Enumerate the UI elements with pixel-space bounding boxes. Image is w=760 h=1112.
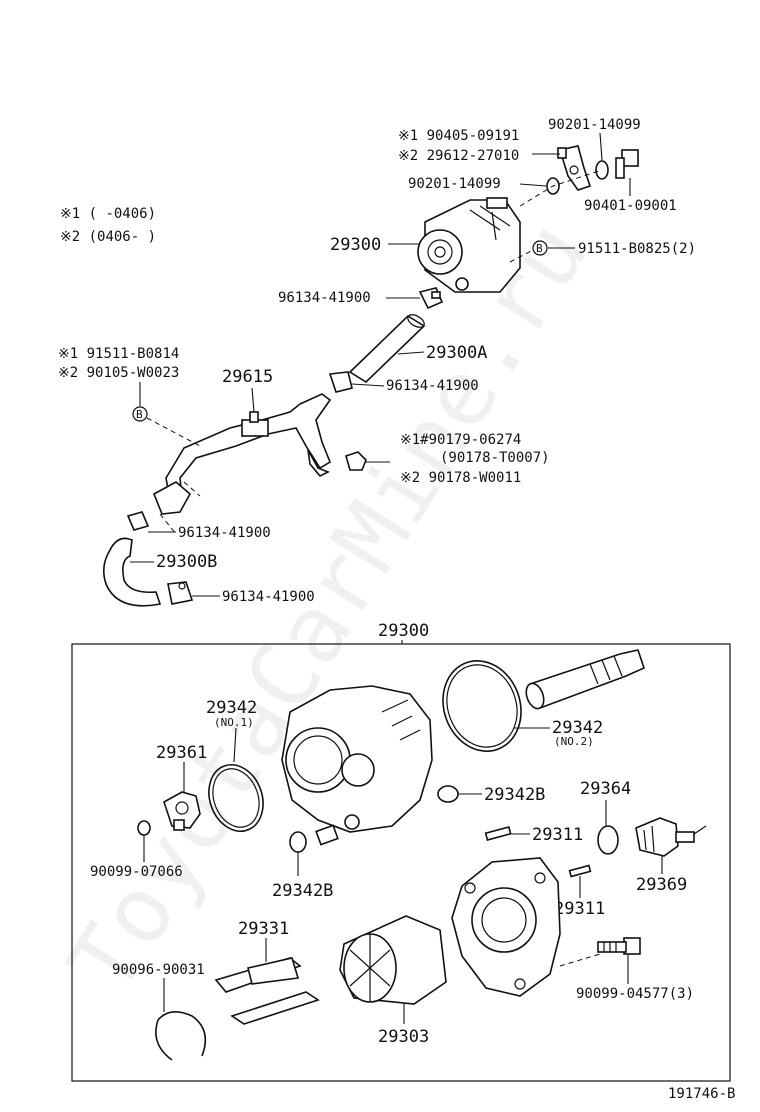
footer-code: 191746-B [668, 1086, 735, 1102]
nut-90179 [345, 451, 367, 471]
label-96134-a: 96134-41900 [278, 290, 371, 306]
label-91511-b0814: ※1 91511-B0814 [58, 346, 179, 362]
label-29342b-lower: 29342B [272, 881, 333, 901]
bolt-90401 [615, 149, 639, 179]
label-29615: 29615 [222, 367, 273, 387]
drive-shaft [525, 649, 645, 710]
rotor-29303 [339, 915, 447, 1005]
union-fitting [557, 145, 592, 191]
o-ring-29342b-lower [289, 831, 307, 853]
label-96134-d: 96134-41900 [222, 589, 315, 605]
label-29331: 29331 [238, 919, 289, 939]
seal-29364 [597, 825, 619, 855]
callout-b-left: B [132, 406, 148, 422]
hose-29300b [102, 537, 162, 607]
label-29300a: 29300A [426, 343, 487, 363]
label-29342-no2-sub: (NO.2) [554, 735, 594, 748]
label-90179: ※1#90179-06274 [400, 432, 521, 448]
hose-clamp-d [167, 581, 194, 605]
label-29300-upper: 29300 [330, 235, 381, 255]
bolt-90099-04577 [597, 937, 641, 955]
label-29342-no1-sub: (NO.1) [214, 716, 254, 729]
label-29361: 29361 [156, 743, 207, 763]
label-29342-no1: 29342 [206, 698, 257, 718]
note-2: ※2 (0406- ) [60, 229, 156, 245]
end-plate [451, 857, 561, 997]
label-29369: 29369 [636, 875, 687, 895]
callout-b-right: B [532, 240, 548, 256]
pin-29311-a [484, 826, 512, 841]
label-91511-b0825: 91511-B0825(2) [578, 241, 696, 257]
svg-text:B: B [536, 242, 543, 255]
label-29342b-right: 29342B [484, 785, 545, 805]
vacuum-pump-upper [417, 197, 521, 293]
label-29311-a: 29311 [532, 825, 583, 845]
label-90096: 90096-90031 [112, 962, 205, 978]
label-90099-04577: 90099-04577(3) [576, 986, 694, 1002]
o-ring-29342b-right [437, 785, 459, 803]
ring-90099-07066 [137, 820, 151, 836]
label-90405: ※1 90405-09191 [398, 128, 519, 144]
o-ring-no2 [442, 660, 522, 752]
label-90105: ※2 90105-W0023 [58, 365, 179, 381]
pin-29311-b [568, 864, 592, 878]
hose-29300a [348, 314, 426, 384]
sensor-29369 [635, 817, 707, 857]
label-29364: 29364 [580, 779, 631, 799]
label-29303: 29303 [378, 1027, 429, 1047]
label-90201-mid: 90201-14099 [408, 176, 501, 192]
note-1: ※1 ( -0406) [60, 206, 156, 222]
label-29300b: 29300B [156, 552, 217, 572]
o-ring-no1 [208, 764, 264, 832]
box-title: 29300 [378, 621, 429, 641]
label-29342-no2: 29342 [552, 718, 603, 738]
label-96134-c: 96134-41900 [178, 525, 271, 541]
vanes-29331 [214, 957, 320, 1025]
label-29612: ※2 29612-27010 [398, 148, 519, 164]
label-96134-b: 96134-41900 [386, 378, 479, 394]
label-29311-b: 29311 [554, 899, 605, 919]
pump-housing [281, 685, 433, 833]
label-90201-top: 90201-14099 [548, 117, 641, 133]
pump-nozzle [315, 824, 339, 846]
exploded-view-frame [71, 643, 731, 1082]
snap-ring-90096 [155, 1011, 207, 1061]
hose-clamp-c [126, 511, 150, 531]
hose-clamp-a [418, 287, 444, 310]
label-90099-07066: 90099-07066 [90, 864, 183, 880]
hose-clamp-b [328, 371, 353, 393]
label-90178-w: ※2 90178-W0011 [400, 470, 521, 486]
svg-text:B: B [136, 408, 143, 421]
label-90178-t: (90178-T0007) [440, 450, 550, 466]
check-valve-29361 [163, 791, 201, 831]
label-90401: 90401-09001 [584, 198, 677, 214]
vacuum-pipe-29615 [152, 393, 332, 515]
